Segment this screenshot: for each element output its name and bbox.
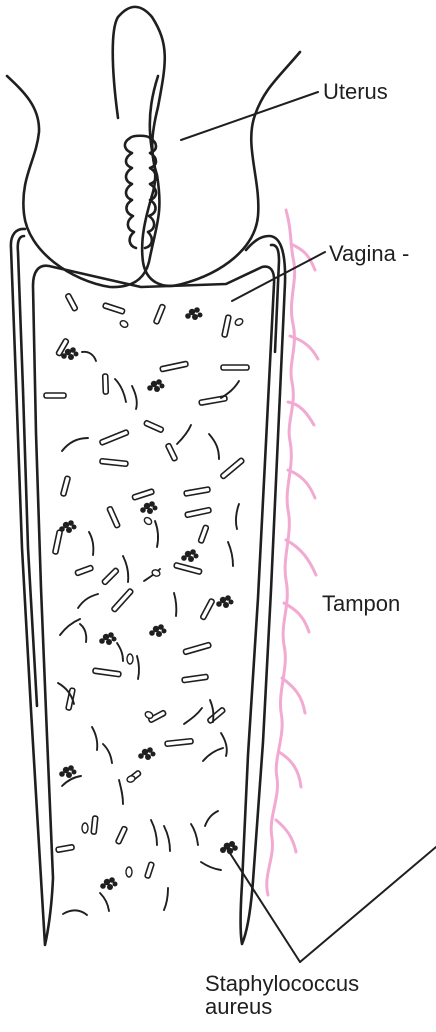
cluster-11 — [59, 765, 76, 778]
vagina-walls — [11, 229, 285, 945]
leader-lines — [181, 92, 436, 962]
uterus-label: Uterus — [323, 80, 388, 103]
cluster-12 — [100, 877, 117, 890]
cluster-9 — [99, 632, 116, 645]
staph-leader-line-2 — [300, 847, 436, 962]
uterus-shape — [7, 7, 300, 287]
cluster-1 — [185, 307, 202, 320]
staphylococcus-aureus-label: Staphylococcus aureus — [205, 972, 359, 1018]
cluster-7 — [216, 595, 233, 608]
cluster-5 — [59, 520, 76, 533]
uterus-leader-line — [181, 92, 318, 140]
staph-leader-line-1 — [226, 847, 300, 962]
cluster-3 — [147, 379, 164, 392]
tampon-shape — [267, 210, 318, 895]
cluster-13 — [220, 841, 238, 854]
staphylococcus-label-line-2: aureus — [205, 995, 359, 1018]
cluster-10 — [138, 747, 155, 760]
vagina-label: Vagina - — [329, 242, 409, 265]
cluster-6 — [181, 549, 198, 562]
staphylococcus-label-line-1: Staphylococcus — [205, 972, 359, 995]
bacteria-rods — [44, 293, 249, 878]
cluster-8 — [149, 624, 166, 637]
tampon-label: Tampon — [322, 592, 400, 615]
cluster-4 — [140, 501, 157, 514]
